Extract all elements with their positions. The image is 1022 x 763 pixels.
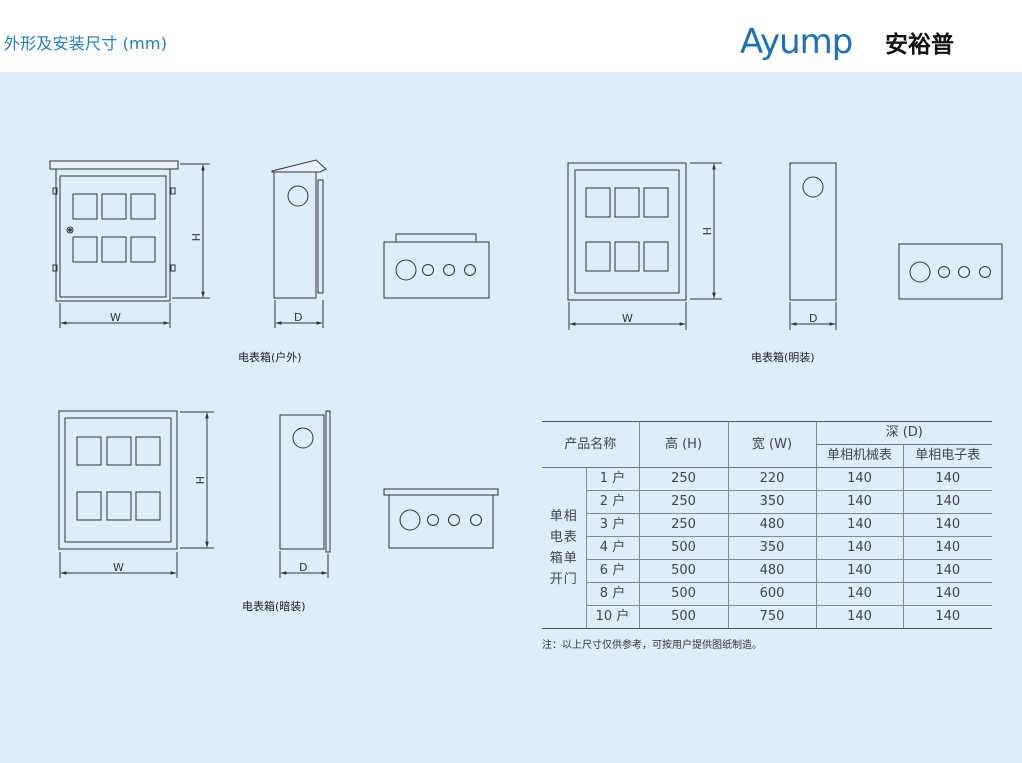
row-height: 500 bbox=[638, 559, 728, 583]
concealed-height-label: H bbox=[193, 476, 206, 484]
row-depth-mech: 140 bbox=[815, 582, 903, 606]
row-name: 1 户 bbox=[585, 467, 639, 491]
row-depth-elec: 140 bbox=[902, 536, 992, 560]
outdoor-width-label: W bbox=[110, 311, 121, 324]
row-depth-elec: 140 bbox=[902, 559, 992, 583]
logo-cjk-text: 安裕普 bbox=[885, 32, 954, 58]
table-body: 单相电表箱单开门 1 户 250 220 140 140 2 户 250 350… bbox=[542, 467, 992, 629]
table-row: 2 户 250 350 140 140 bbox=[542, 490, 992, 514]
concealed-caption: 电表箱(暗装) bbox=[242, 600, 306, 613]
group-label: 单相电表箱单开门 bbox=[542, 467, 586, 629]
surface-depth-label: D bbox=[809, 312, 817, 325]
row-depth-mech: 140 bbox=[815, 467, 903, 491]
surface-side-view bbox=[789, 162, 837, 330]
row-width: 750 bbox=[727, 605, 816, 629]
surface-front-view bbox=[567, 162, 722, 330]
row-width: 480 bbox=[727, 513, 816, 537]
row-width: 350 bbox=[727, 536, 816, 560]
row-depth-elec: 140 bbox=[902, 513, 992, 537]
surface-bottom-view bbox=[898, 243, 1003, 300]
row-depth-mech: 140 bbox=[815, 513, 903, 537]
table-row: 4 户 500 350 140 140 bbox=[542, 536, 992, 560]
row-height: 250 bbox=[638, 513, 728, 537]
row-name: 8 户 bbox=[585, 582, 639, 606]
table-row: 10 户 500 750 140 140 bbox=[542, 605, 992, 629]
row-width: 220 bbox=[727, 467, 816, 491]
row-width: 350 bbox=[727, 490, 816, 514]
outdoor-height-label: H bbox=[189, 233, 202, 241]
row-width: 480 bbox=[727, 559, 816, 583]
row-depth-mech: 140 bbox=[815, 559, 903, 583]
dimension-table-wrap: 产品名称 高 (H) 宽 (W) 深 (D) 单相机械表 单相电子表 单相电表箱… bbox=[542, 421, 992, 629]
table-row: 8 户 500 600 140 140 bbox=[542, 582, 992, 606]
header: 外形及安装尺寸 (mm) Ayump 安裕普 bbox=[0, 0, 1022, 72]
row-height: 500 bbox=[638, 582, 728, 606]
row-height: 500 bbox=[638, 536, 728, 560]
surface-caption: 电表箱(明装) bbox=[751, 351, 815, 364]
group-label-text: 单相电表箱单开门 bbox=[549, 509, 578, 587]
row-depth-elec: 140 bbox=[902, 490, 992, 514]
row-height: 500 bbox=[638, 605, 728, 629]
surface-width-label: W bbox=[622, 312, 633, 325]
row-depth-mech: 140 bbox=[815, 536, 903, 560]
dimension-table: 产品名称 高 (H) 宽 (W) 深 (D) 单相机械表 单相电子表 单相电表箱… bbox=[542, 421, 992, 629]
footnote: 注：以上尺寸仅供参考，可按用户提供图纸制造。 bbox=[542, 640, 762, 651]
concealed-width-label: W bbox=[113, 561, 124, 574]
outdoor-caption: 电表箱(户外) bbox=[238, 351, 302, 364]
outdoor-depth-label: D bbox=[294, 311, 302, 324]
row-name: 3 户 bbox=[585, 513, 639, 537]
row-height: 250 bbox=[638, 467, 728, 491]
concealed-bottom-view bbox=[383, 488, 499, 549]
table-row: 3 户 250 480 140 140 bbox=[542, 513, 992, 537]
row-name: 6 户 bbox=[585, 559, 639, 583]
header-depth-electronic: 单相电子表 bbox=[902, 444, 992, 468]
concealed-front-view bbox=[58, 410, 214, 578]
concealed-side-view bbox=[279, 410, 331, 578]
row-name: 2 户 bbox=[585, 490, 639, 514]
page-title: 外形及安装尺寸 (mm) bbox=[4, 34, 168, 53]
concealed-depth-label: D bbox=[299, 561, 307, 574]
table-row: 单相电表箱单开门 1 户 250 220 140 140 bbox=[542, 467, 992, 629]
header-depth: 深 (D) bbox=[815, 421, 992, 445]
surface-height-label: H bbox=[700, 227, 713, 235]
outdoor-side-view bbox=[271, 159, 327, 328]
header-width: 宽 (W) bbox=[727, 421, 816, 468]
row-depth-elec: 140 bbox=[902, 467, 992, 491]
row-depth-mech: 140 bbox=[815, 490, 903, 514]
logo-latin-text: Ayump bbox=[740, 22, 853, 62]
outdoor-bottom-view bbox=[383, 233, 490, 299]
row-name: 4 户 bbox=[585, 536, 639, 560]
table-row: 6 户 500 480 140 140 bbox=[542, 559, 992, 583]
header-height: 高 (H) bbox=[638, 421, 728, 468]
header-product-name: 产品名称 bbox=[542, 421, 639, 468]
row-depth-elec: 140 bbox=[902, 582, 992, 606]
row-width: 600 bbox=[727, 582, 816, 606]
row-depth-elec: 140 bbox=[902, 605, 992, 629]
header-depth-mechanical: 单相机械表 bbox=[815, 444, 903, 468]
row-height: 250 bbox=[638, 490, 728, 514]
outdoor-front-view bbox=[49, 160, 210, 328]
row-name: 10 户 bbox=[585, 605, 639, 629]
row-depth-mech: 140 bbox=[815, 605, 903, 629]
